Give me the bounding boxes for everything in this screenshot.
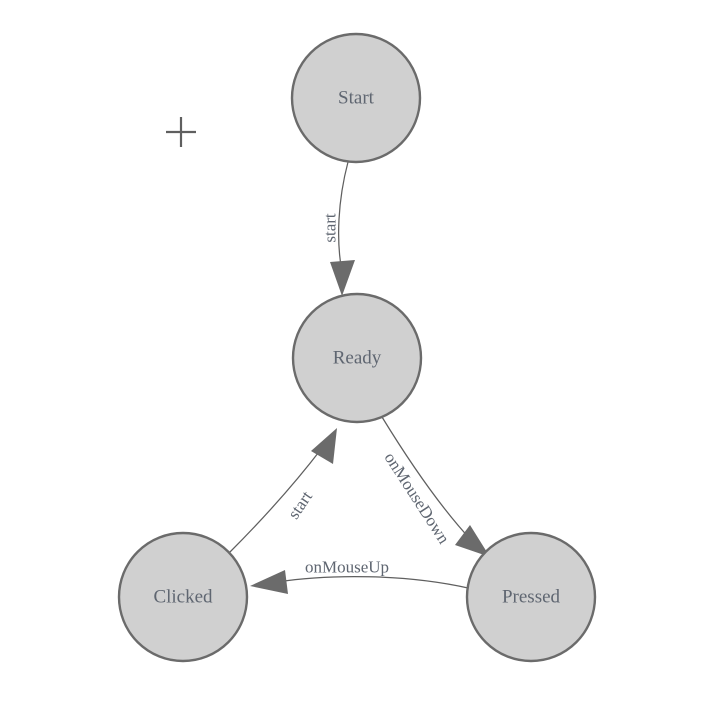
edge-label-ready-pressed: onMouseDown bbox=[380, 449, 453, 548]
node-ready-circle[interactable] bbox=[291, 292, 423, 424]
arrowhead-icon bbox=[455, 525, 490, 557]
edge-clicked-ready[interactable]: start bbox=[228, 428, 337, 554]
edge-start-ready[interactable]: start bbox=[321, 161, 356, 296]
node-start[interactable]: Start bbox=[290, 32, 422, 164]
node-ready[interactable]: Ready bbox=[291, 292, 423, 424]
edge-ready-pressed[interactable]: onMouseDown bbox=[380, 416, 490, 557]
plus-marker[interactable] bbox=[166, 117, 196, 147]
edge-pressed-clicked[interactable]: onMouseUp bbox=[250, 558, 469, 595]
node-start-circle[interactable] bbox=[290, 32, 422, 164]
node-pressed-circle[interactable] bbox=[465, 531, 597, 663]
node-clicked[interactable]: Clicked bbox=[117, 531, 249, 663]
edge-label-start-ready: start bbox=[321, 213, 340, 243]
nodes-layer: Start Ready Clicked Pressed bbox=[117, 32, 597, 663]
edge-line[interactable] bbox=[228, 447, 323, 554]
node-clicked-circle[interactable] bbox=[117, 531, 249, 663]
edge-label-clicked-ready: start bbox=[284, 487, 316, 522]
edge-line[interactable] bbox=[276, 575, 469, 589]
node-pressed[interactable]: Pressed bbox=[465, 531, 597, 663]
edge-line[interactable] bbox=[381, 416, 473, 542]
edge-line[interactable] bbox=[338, 161, 349, 273]
arrowhead-icon bbox=[311, 428, 337, 464]
arrowhead-icon bbox=[330, 260, 355, 296]
edge-label-pressed-clicked: onMouseUp bbox=[305, 558, 389, 577]
arrowhead-icon bbox=[250, 570, 288, 594]
